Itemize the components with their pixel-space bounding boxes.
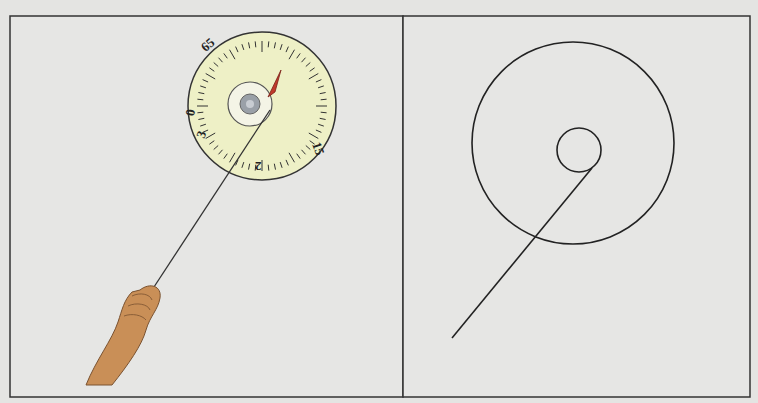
tick (310, 68, 315, 72)
tick (321, 112, 327, 114)
tick (198, 118, 204, 119)
tick (230, 50, 236, 60)
tick (236, 47, 238, 53)
tick (320, 118, 326, 119)
tick (316, 106, 327, 107)
tick (280, 44, 282, 50)
tick (297, 154, 301, 159)
tick (306, 63, 311, 67)
outer-circle (472, 42, 674, 244)
tick (249, 42, 250, 48)
tick (209, 68, 214, 72)
tick (206, 74, 216, 80)
tick (280, 162, 282, 168)
tick (224, 53, 228, 58)
tick (197, 99, 203, 101)
tick (320, 93, 326, 94)
fingers (124, 294, 152, 320)
tick (318, 86, 324, 88)
tick (321, 99, 327, 101)
tick (242, 44, 244, 50)
tick (209, 141, 214, 145)
tick (316, 130, 322, 132)
tick (316, 80, 322, 82)
tick (214, 63, 219, 67)
tick (309, 133, 319, 139)
tick (200, 124, 206, 126)
pointer-mark (268, 70, 281, 97)
tick (230, 153, 236, 163)
tick (286, 47, 288, 53)
scale-number: 2 (255, 160, 262, 173)
tick (214, 146, 219, 150)
tick (249, 164, 250, 170)
tick (302, 58, 306, 63)
tick (274, 42, 275, 48)
tick (242, 162, 244, 168)
hand (86, 286, 160, 385)
spool (228, 82, 272, 126)
tick (219, 150, 223, 155)
tick (198, 93, 204, 94)
tick (289, 153, 295, 163)
tick (306, 146, 311, 150)
tick (200, 86, 206, 88)
tick (262, 160, 263, 171)
tick (203, 80, 209, 82)
tick (309, 74, 319, 80)
tick (274, 164, 275, 170)
tick (262, 41, 263, 52)
tick (268, 165, 270, 171)
string (152, 110, 270, 290)
tick (197, 112, 203, 114)
tick (297, 53, 301, 58)
tick (255, 41, 257, 47)
axle (240, 94, 260, 114)
tick (268, 41, 270, 47)
dial (188, 32, 336, 180)
tick (286, 160, 288, 166)
right-panel (403, 16, 750, 397)
axle-center (246, 100, 254, 108)
inner-circle (557, 128, 601, 172)
left-panel (10, 16, 403, 397)
tick (197, 106, 208, 107)
tick (219, 58, 223, 63)
tick (302, 150, 306, 155)
tick (289, 50, 295, 60)
tangent-line (452, 168, 592, 338)
scale-ticks (197, 41, 327, 171)
tick (318, 124, 324, 126)
tick (224, 154, 228, 159)
